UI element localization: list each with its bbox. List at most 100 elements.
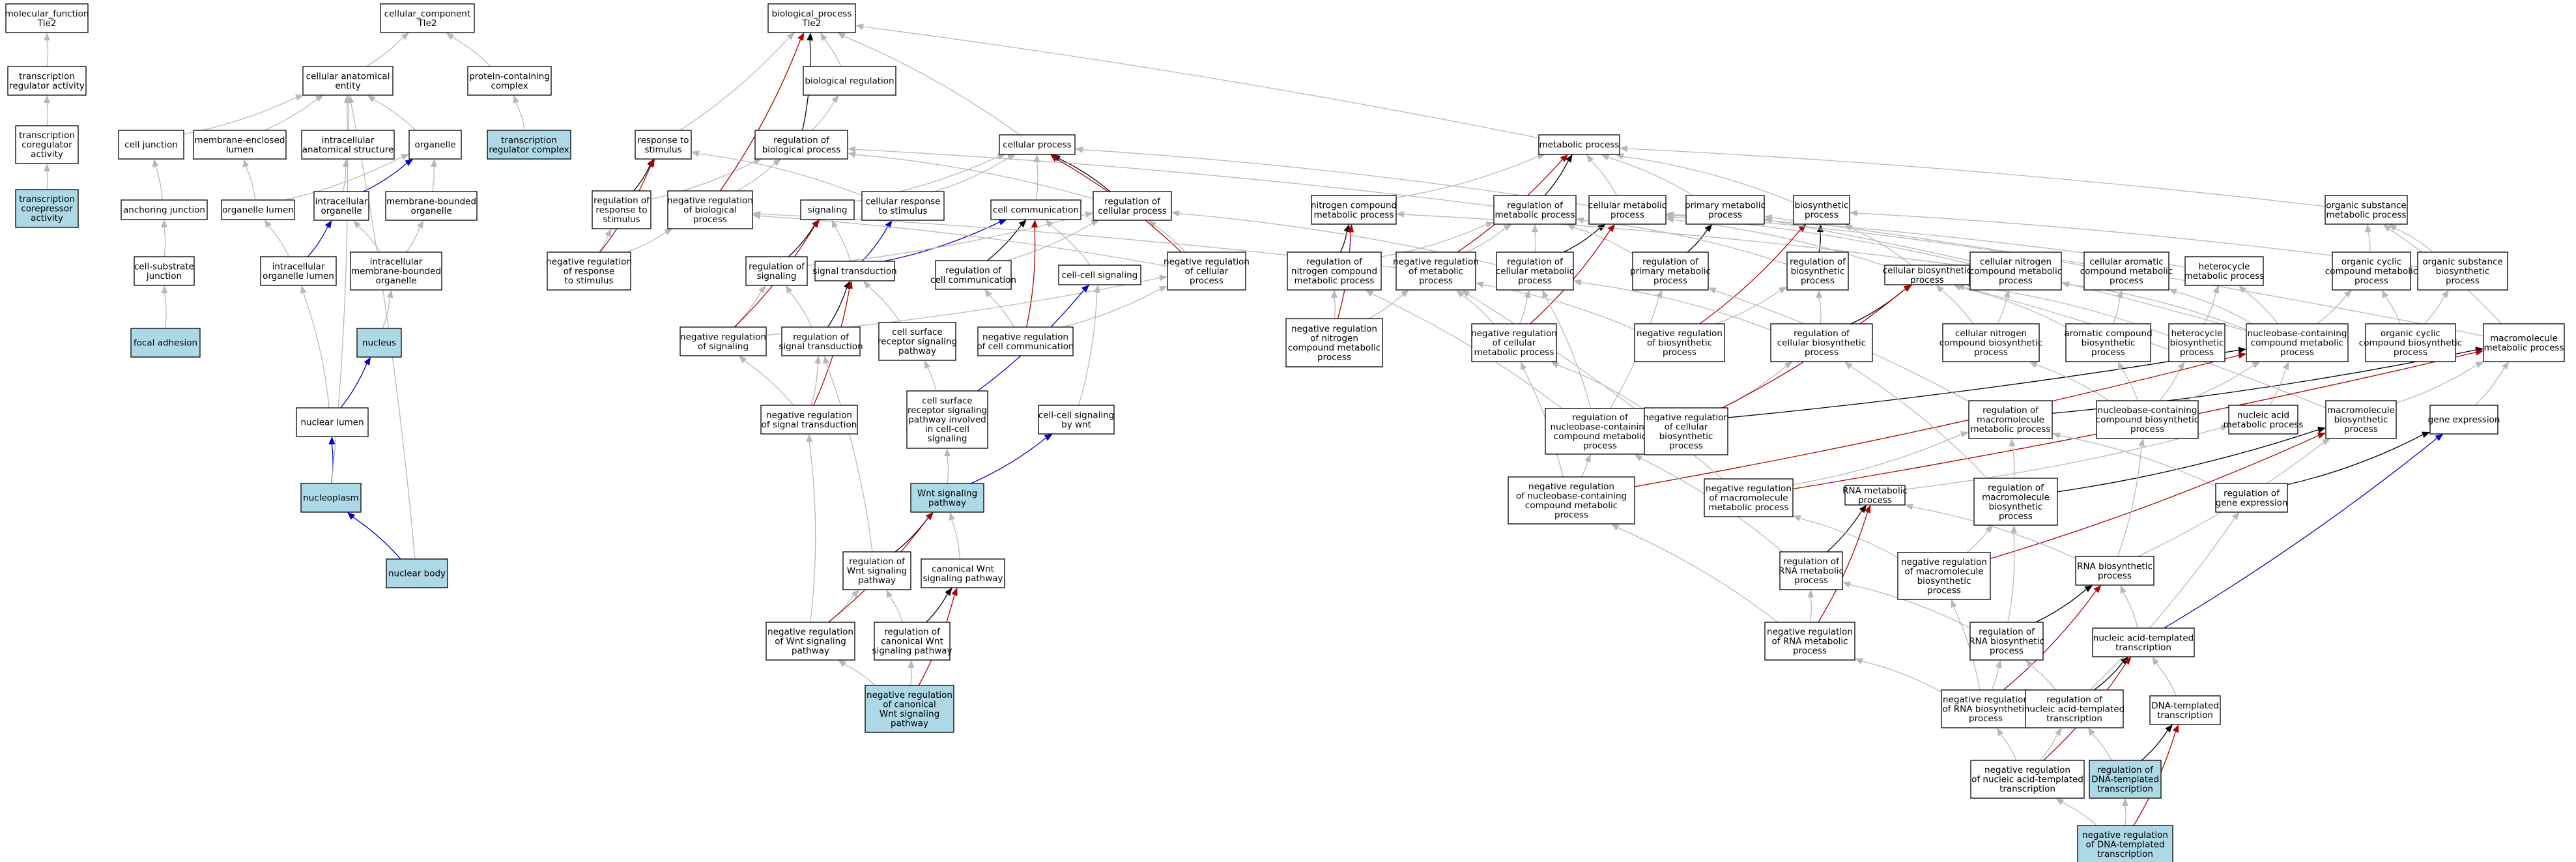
node-box	[1685, 195, 1765, 225]
node-label-line: cell communication	[930, 275, 1016, 285]
node-box	[999, 134, 1076, 155]
node-box	[1311, 195, 1397, 225]
arrowhead-is-a	[664, 229, 673, 235]
node-label-line: organic cyclic	[2341, 257, 2401, 267]
node-label-line: transcription	[501, 135, 557, 145]
node-label-line: process	[1190, 276, 1224, 286]
edge-is-a	[598, 235, 608, 253]
edge-is-a	[2011, 446, 2015, 479]
arrowhead-is-a	[295, 94, 304, 101]
node-box	[2184, 256, 2264, 286]
node-box	[130, 328, 201, 358]
node-label-line: cellular metabolic	[1496, 266, 1574, 277]
edge-part-of	[861, 226, 889, 262]
arrowhead-is-a	[1476, 281, 1484, 289]
node-label-line: transcription	[2046, 713, 2102, 724]
node-label-line: signaling	[928, 434, 967, 444]
arrowhead-is-a	[851, 590, 859, 598]
node-label-line: negative regulation	[982, 332, 1068, 342]
node-label-line: primary metabolic	[1630, 266, 1711, 277]
node-label-line: Wnt signaling	[917, 488, 977, 498]
node-label-line: protein-containing	[469, 71, 550, 81]
edge-is-a	[844, 664, 876, 686]
edge-is-a	[245, 166, 256, 201]
arrowhead-is-a	[1611, 524, 1620, 531]
arrowhead-negatively-regulates	[812, 220, 820, 228]
arrowhead-part-of	[328, 437, 336, 445]
node-label-line: regulation of	[2097, 765, 2154, 775]
edge-is-a	[373, 99, 416, 131]
node-label-line: of cell communication	[977, 341, 1074, 352]
arrowhead-is-a	[2252, 362, 2261, 368]
arrowhead-is-a	[1842, 581, 1851, 588]
arrowhead-is-a	[347, 95, 354, 104]
edge-is-a	[2159, 367, 2181, 401]
node-label-line: regulation of	[2224, 488, 2280, 498]
node-label-line: gene expression	[2428, 415, 2500, 425]
node-box	[1942, 323, 2040, 362]
arrowhead-is-a	[2321, 438, 2330, 446]
node-label-line: transcription	[2157, 710, 2213, 721]
arrowhead-is-a	[1401, 290, 1409, 297]
node-label-line: biosynthetic	[2334, 415, 2388, 425]
edge-is-a	[1154, 225, 1186, 253]
arrowhead-is-a	[513, 95, 519, 104]
arrowhead-regulates	[945, 588, 952, 596]
node-label-line: cellular biosynthetic	[1777, 338, 1866, 349]
node-box	[2429, 405, 2498, 435]
node-label-line: organelle lumen	[263, 271, 334, 281]
node-label-line: organelle	[321, 206, 362, 216]
edge-is-a	[2121, 368, 2138, 401]
node-label-line: negative regulation	[1528, 481, 1614, 492]
arrowhead-is-a	[1601, 154, 1610, 161]
node-label-line: biosynthetic	[2170, 338, 2224, 349]
node-label-line: cell-substrate	[134, 261, 194, 272]
edge-is-a	[1818, 297, 1822, 324]
node-box	[1496, 251, 1574, 291]
edge-is-a	[302, 293, 330, 409]
edge-is-a	[698, 153, 863, 196]
node-box	[7, 66, 87, 96]
node-label-line: cellular response	[866, 196, 941, 207]
arrowhead-is-a	[863, 281, 871, 289]
node-label-line: of biosynthetic	[1647, 338, 1712, 349]
node-label-line: of canonical	[883, 699, 936, 710]
node-label-line: coregulator	[21, 140, 72, 151]
node-box	[990, 199, 1081, 220]
node-label-line: regulation of	[884, 627, 941, 637]
arrowhead-negatively-regulates	[1050, 154, 1059, 162]
node-label-line: cellular_component	[384, 8, 470, 19]
edge-is-a	[382, 297, 391, 329]
node-box	[1704, 478, 1794, 517]
node-label-line: process	[1317, 352, 1351, 362]
arrowhead-is-a	[820, 33, 827, 41]
node-box	[2075, 556, 2154, 586]
edge-is-a	[183, 97, 297, 135]
node-label-line: gene expression	[2216, 498, 2288, 508]
arrowhead-is-a	[1615, 153, 1624, 160]
node-label-line: regulation of	[1104, 196, 1161, 207]
edge-is-a	[1991, 667, 1999, 691]
arrowhead-negatively-regulates	[2172, 725, 2179, 733]
node-label-line: anchoring junction	[123, 205, 205, 216]
node-box	[1634, 323, 1725, 362]
edge-is-a	[855, 149, 1495, 207]
arrowhead-negatively-regulates	[1864, 505, 1871, 513]
go-term-ol: organelle lumen	[221, 199, 295, 220]
edge-negatively-regulates	[719, 39, 801, 192]
arrowhead-is-a	[2009, 438, 2016, 447]
arrowhead-is-a	[1951, 599, 1957, 608]
edge-is-a	[342, 166, 347, 192]
